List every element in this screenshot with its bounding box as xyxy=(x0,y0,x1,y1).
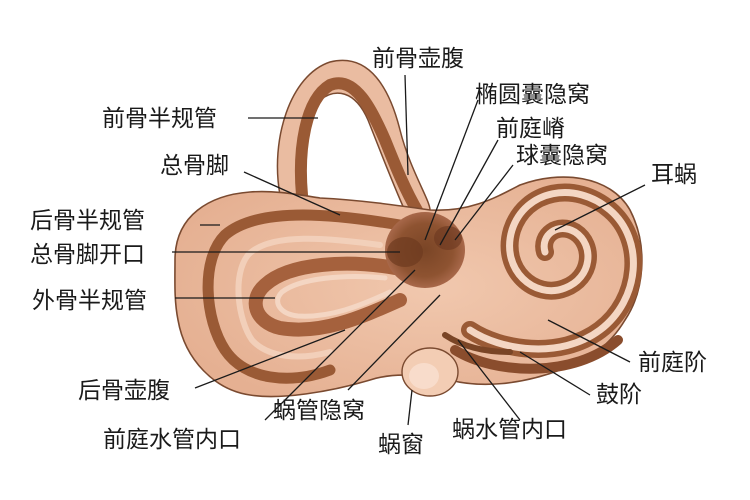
posterior-canal-lumen xyxy=(202,209,406,384)
anterior-canal-lumen xyxy=(294,77,424,218)
label-elliptical-recess: 椭圆囊隐窝 xyxy=(475,82,590,108)
label-scala-vestibuli: 前庭阶 xyxy=(638,350,707,376)
lateral-canal-inner xyxy=(275,274,393,319)
lateral-canal-lumen xyxy=(248,256,407,337)
label-posterior-bony-ampulla: 后骨壶腹 xyxy=(78,378,170,404)
cochlea-spiral xyxy=(450,183,643,374)
label-cochlear-recess: 蜗管隐窝 xyxy=(273,398,365,424)
label-anterior-bony-ampulla: 前骨壶腹 xyxy=(372,46,464,72)
label-vestibular-aqueduct-opening: 前庭水管内口 xyxy=(103,427,241,453)
aqueduct-channel xyxy=(442,332,513,355)
label-spherical-recess: 球囊隐窝 xyxy=(516,143,608,169)
label-lateral-semicircular-canal: 外骨半规管 xyxy=(32,288,147,314)
labels: 前骨壶腹 前骨半规管 椭圆囊隐窝 前庭嵴 总骨脚 球囊隐窝 耳蜗 后骨半规管 总… xyxy=(30,46,707,458)
label-anterior-semicircular-canal: 前骨半规管 xyxy=(102,106,217,132)
posterior-canal-inner xyxy=(235,235,383,360)
bony-labyrinth xyxy=(174,59,643,398)
label-vestibular-crest: 前庭嵴 xyxy=(496,116,565,142)
label-cochlear-canaliculus-opening: 蜗水管内口 xyxy=(452,417,567,443)
label-cochlear-window: 蜗窗 xyxy=(378,432,424,458)
label-posterior-semicircular-canal: 后骨半规管 xyxy=(30,208,145,234)
common-crus-opening-shape xyxy=(387,237,423,267)
label-common-crus: 总骨脚 xyxy=(160,153,229,179)
label-cochlea: 耳蜗 xyxy=(651,162,697,188)
label-common-crus-opening: 总骨脚开口 xyxy=(30,242,145,268)
label-scala-tympani: 鼓阶 xyxy=(596,382,642,408)
leader-lines xyxy=(172,74,646,426)
